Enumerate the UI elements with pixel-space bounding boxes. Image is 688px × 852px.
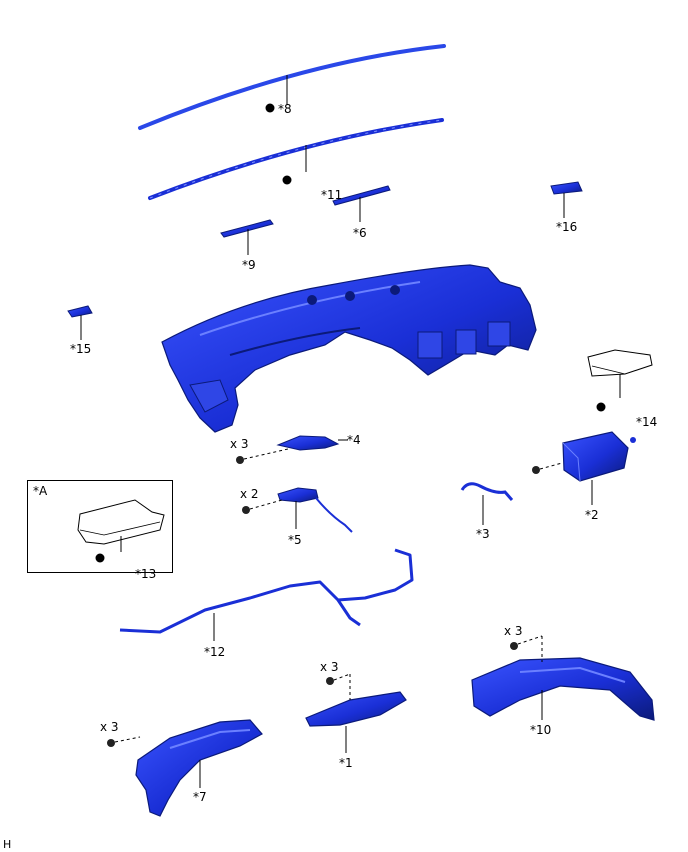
label-5: *5 xyxy=(288,533,302,547)
label-6: *6 xyxy=(353,226,367,240)
defroster-nozzle xyxy=(332,185,391,206)
label-3: *3 xyxy=(476,527,490,541)
label-13: *13 xyxy=(135,567,157,581)
wire-harness-12 xyxy=(119,548,414,634)
upper-molding-strip xyxy=(138,44,446,130)
label-16: *16 xyxy=(556,220,578,234)
label-11: *11 xyxy=(321,188,343,202)
lower-molding-strip xyxy=(148,118,444,200)
label-10: *10 xyxy=(530,723,552,737)
part-1 xyxy=(305,691,407,727)
footer-code: H xyxy=(3,838,12,851)
label-9: *9 xyxy=(242,258,256,272)
side-defroster-9 xyxy=(220,219,274,238)
label-8: *8 xyxy=(278,102,292,116)
inset-frame-a xyxy=(27,480,173,573)
label-15: *15 xyxy=(70,342,92,356)
module-box-13 xyxy=(77,499,165,545)
module-2 xyxy=(562,431,636,482)
qty-1: x 3 xyxy=(320,660,339,674)
sensor-part-16 xyxy=(550,181,583,195)
qty-7: x 3 xyxy=(100,720,119,734)
qty-5: x 2 xyxy=(240,487,259,501)
module-box-14 xyxy=(587,349,653,377)
part-5 xyxy=(277,487,319,503)
instrument-panel-reinforcement xyxy=(161,264,537,433)
label-12: *12 xyxy=(204,645,226,659)
small-clip-15 xyxy=(67,305,93,318)
qty-10: x 3 xyxy=(504,624,523,638)
label-7: *7 xyxy=(193,790,207,804)
label-4: *4 xyxy=(347,433,361,447)
label-1: *1 xyxy=(339,756,353,770)
air-duct-10 xyxy=(471,657,655,721)
wire-harness-3 xyxy=(460,482,514,501)
part-4 xyxy=(276,435,340,451)
label-14: *14 xyxy=(636,415,658,429)
label-2: *2 xyxy=(585,508,599,522)
label-inset-a: *A xyxy=(33,484,48,498)
qty-4: x 3 xyxy=(230,437,249,451)
air-duct-7 xyxy=(135,719,263,817)
